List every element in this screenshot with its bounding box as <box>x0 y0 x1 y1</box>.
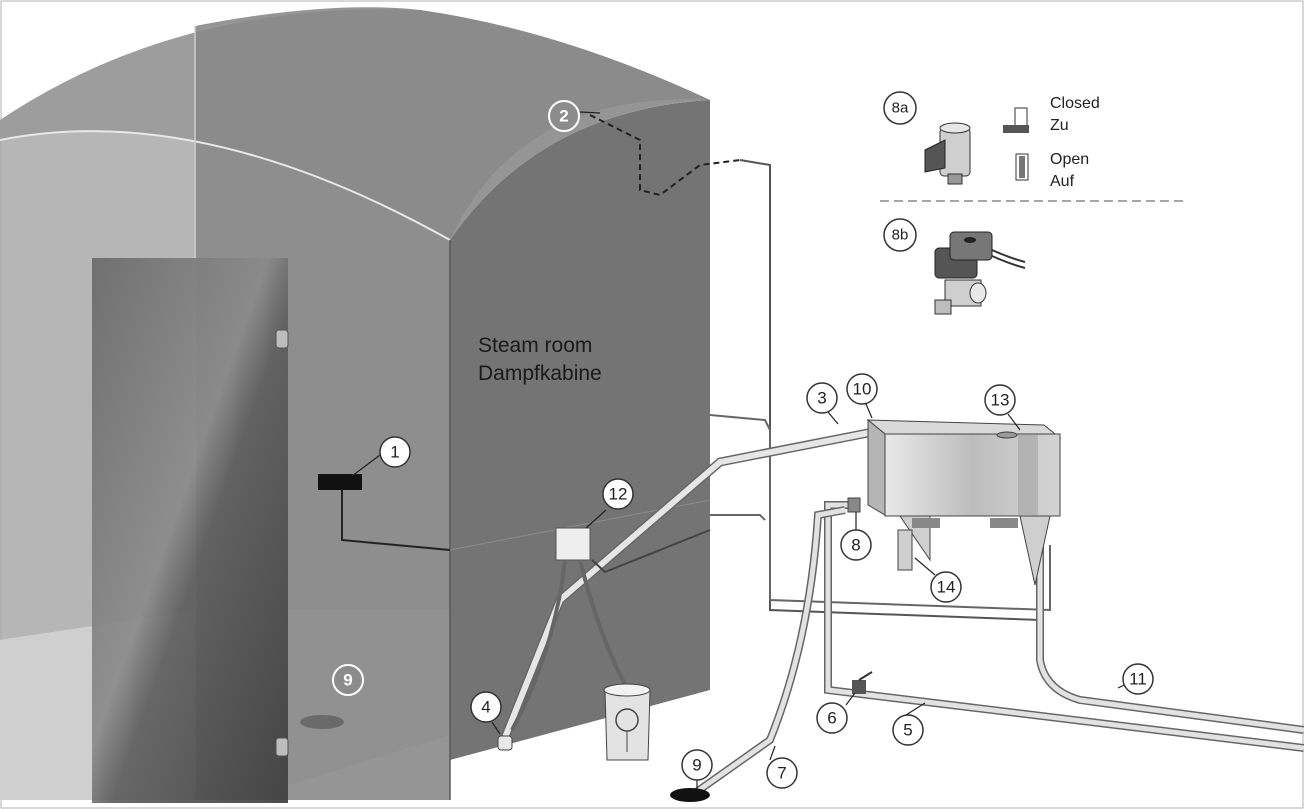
callout-10: 10 <box>846 373 878 405</box>
svg-text:5: 5 <box>903 721 912 740</box>
callout-8b <box>883 218 917 252</box>
floor-drain-inside <box>300 715 344 729</box>
svg-text:11: 11 <box>1129 670 1147 689</box>
callout-leaders <box>491 111 1136 790</box>
steam-room-cabin <box>0 7 711 803</box>
steam-nozzle <box>497 735 513 751</box>
callout-11: 11 <box>1122 663 1154 695</box>
callout-8a-label: 8a <box>892 100 909 117</box>
svg-text:7: 7 <box>777 764 786 783</box>
sensor-cable-dashed <box>589 114 741 197</box>
callout-8a <box>883 91 917 125</box>
drain-valve-body <box>897 529 913 571</box>
water-filler-cap <box>996 431 1018 439</box>
control-cable <box>709 414 1051 612</box>
open-label-en: Open <box>1050 151 1089 168</box>
manual-shutoff-valve-icon <box>924 122 971 185</box>
callout-6: 6 <box>816 702 848 734</box>
callout-2: 2 <box>548 100 580 132</box>
room-label-en: Steam room <box>478 334 592 357</box>
power-cable <box>1037 545 1304 733</box>
svg-text:3: 3 <box>817 389 826 408</box>
svg-text:9: 9 <box>343 671 352 690</box>
floor-drain-outside <box>670 788 710 802</box>
svg-text:4: 4 <box>481 698 490 717</box>
door-hinge-top <box>275 329 289 349</box>
essence-pump-box <box>555 527 591 561</box>
control-panel-cable <box>341 490 451 551</box>
open-label-de: Auf <box>1050 173 1075 190</box>
water-inlet-pipe <box>825 502 1304 751</box>
callout-7: 7 <box>766 757 798 789</box>
closed-position-icon <box>1003 107 1029 133</box>
valve-legend: 8a Closed Zu Open Auf 8b <box>880 91 1185 315</box>
closed-label-de: Zu <box>1050 117 1069 134</box>
svg-text:6: 6 <box>827 709 836 728</box>
svg-text:13: 13 <box>991 391 1010 410</box>
svg-text:1: 1 <box>390 443 399 462</box>
callout-13: 13 <box>984 384 1016 416</box>
svg-text:14: 14 <box>937 578 956 597</box>
callout-4: 4 <box>470 691 502 723</box>
callout-3: 3 <box>806 382 838 414</box>
callout-9-outside: 9 <box>681 749 713 781</box>
drain-pipe <box>693 507 846 796</box>
glass-door <box>92 258 288 803</box>
control-panel <box>318 474 362 490</box>
steam-pipe <box>503 430 871 738</box>
svg-text:9: 9 <box>692 756 701 775</box>
callout-14: 14 <box>930 571 962 603</box>
door-hinge-bottom <box>275 737 289 757</box>
steam-generator <box>847 418 1062 586</box>
svg-text:12: 12 <box>609 485 628 504</box>
svg-text:10: 10 <box>853 380 872 399</box>
svg-text:8: 8 <box>851 536 860 555</box>
shutoff-valve <box>852 680 866 694</box>
front-wall <box>195 7 710 800</box>
side-wall <box>450 100 710 760</box>
callout-5: 5 <box>892 714 924 746</box>
callout-9-inside: 9 <box>332 664 364 696</box>
svg-text:2: 2 <box>559 107 568 126</box>
open-position-icon <box>1015 153 1029 181</box>
callout-12: 12 <box>602 478 634 510</box>
callout-1: 1 <box>379 436 411 468</box>
callout-8: 8 <box>840 529 872 561</box>
room-label-de: Dampfkabine <box>478 362 602 385</box>
callout-8b-label: 8b <box>892 227 909 244</box>
solenoid-valve-icon <box>934 231 1026 315</box>
closed-label-en: Closed <box>1050 95 1100 112</box>
